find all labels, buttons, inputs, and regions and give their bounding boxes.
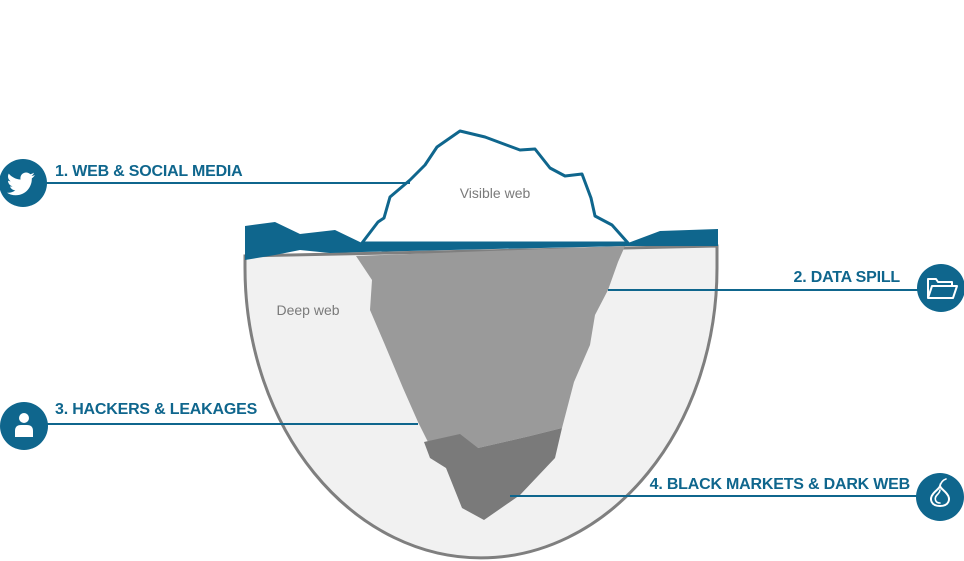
iceberg-underwater-body	[356, 246, 625, 448]
deep-web-label: Deep web	[276, 302, 339, 318]
person-icon	[0, 402, 48, 450]
twitter-bird-icon	[0, 159, 47, 207]
iceberg-deep-tip	[424, 428, 562, 520]
callout-1-label: 1. WEB & SOCIAL MEDIA	[55, 163, 243, 180]
visible-web-label: Visible web	[460, 185, 531, 201]
callout-4-label: 4. BLACK MARKETS & DARK WEB	[650, 476, 910, 493]
water-surface	[245, 222, 718, 260]
tor-onion-icon	[916, 473, 964, 521]
callout-2-label: 2. DATA SPILL	[794, 269, 901, 286]
iceberg-visible-tip	[360, 129, 630, 245]
callout-3-label: 3. HACKERS & LEAKAGES	[55, 401, 258, 418]
folder-icon	[917, 264, 964, 312]
